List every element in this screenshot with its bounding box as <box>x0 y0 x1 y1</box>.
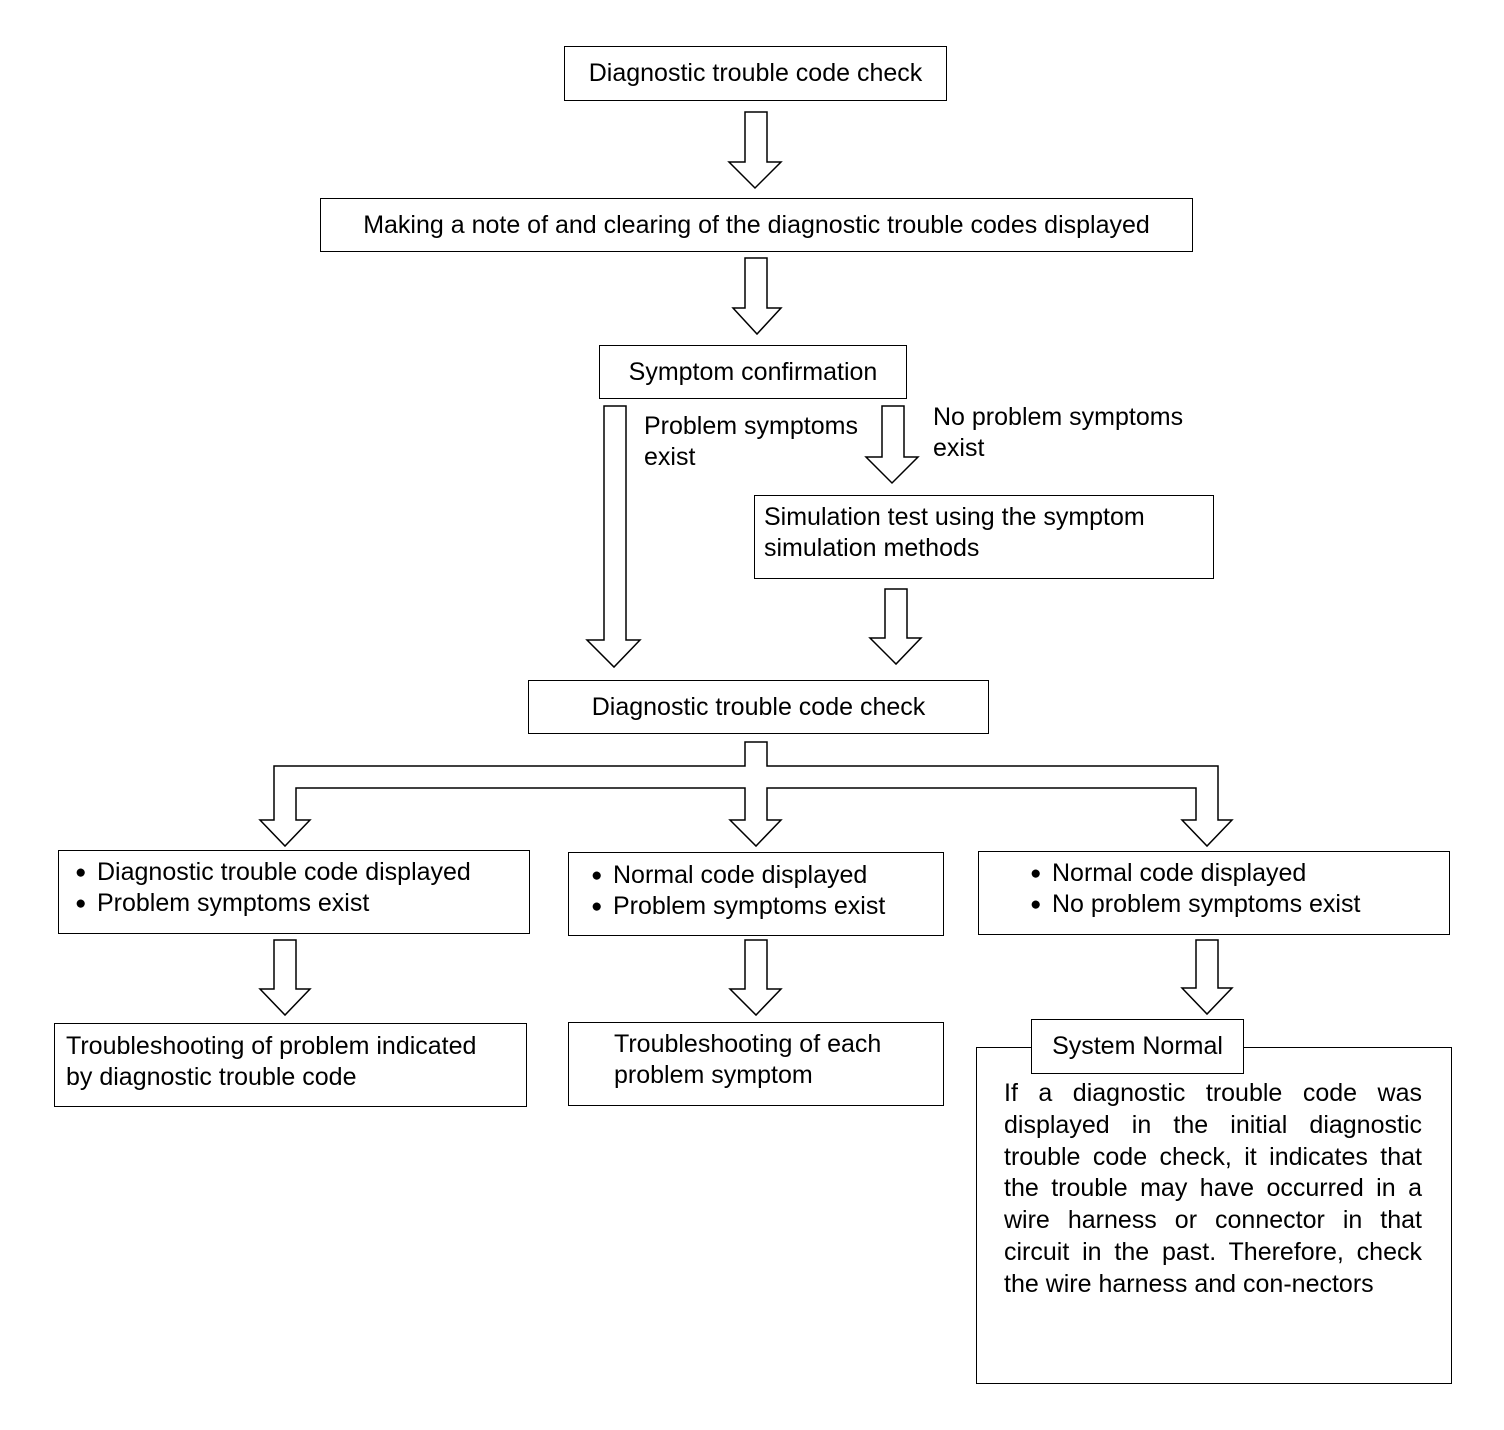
condition-right-item-2: No problem symptoms exist <box>1030 889 1449 920</box>
result-box-middle: Troubleshooting of each problem symptom <box>568 1022 944 1106</box>
condition-left-item-1: Diagnostic trouble code displayed <box>75 857 529 888</box>
result-middle-line-2: problem symptom <box>614 1061 813 1089</box>
arrow-down-no-problem <box>864 405 920 485</box>
condition-middle-item-1: Normal code displayed <box>591 860 943 891</box>
arrow-down-left-result <box>258 939 312 1017</box>
condition-box-right: Normal code displayed No problem symptom… <box>978 851 1450 935</box>
result-box-left: Troubleshooting of problem indicated by … <box>54 1023 527 1107</box>
result-middle-line-1: Troubleshooting of each <box>614 1030 882 1058</box>
result-left-line-2: by diagnostic trouble code <box>66 1063 357 1091</box>
condition-left-item-2: Problem symptoms exist <box>75 888 529 919</box>
dtc-check-top-label: Diagnostic trouble code check <box>588 59 923 87</box>
arrow-branch-three-way <box>258 741 1234 848</box>
condition-box-middle: Normal code displayed Problem symptoms e… <box>568 852 944 936</box>
simulation-test-line-1: Simulation test using the symptom <box>764 503 1145 531</box>
arrow-down-right-result <box>1180 939 1234 1016</box>
symptom-confirmation-box: Symptom confirmation <box>599 345 907 399</box>
system-normal-box <box>976 1047 1452 1384</box>
system-normal-note: If a diagnostic trouble code was display… <box>1004 1079 1422 1298</box>
arrow-down-1 <box>727 111 783 190</box>
dtc-check-box-second: Diagnostic trouble code check <box>528 680 989 734</box>
arrow-down-problem-exist <box>585 405 642 669</box>
symptom-confirmation-label: Symptom confirmation <box>628 357 878 386</box>
condition-middle-item-2: Problem symptoms exist <box>591 891 943 922</box>
dtc-check-second-label: Diagnostic trouble code check <box>591 692 926 721</box>
arrow-down-middle-result <box>728 939 783 1017</box>
result-left-line-1: Troubleshooting of problem indicated <box>66 1032 477 1060</box>
dtc-check-box-top: Diagnostic trouble code check <box>564 46 947 101</box>
branch-label-no-problem: No problem symptoms exist <box>933 403 1184 462</box>
condition-right-item-1: Normal code displayed <box>1030 858 1449 889</box>
branch-label-problem-exist: Problem symptoms exist <box>644 412 858 471</box>
arrow-down-from-simulation <box>868 588 923 666</box>
simulation-test-box: Simulation test using the symptom simula… <box>754 495 1214 579</box>
note-and-clear-box: Making a note of and clearing of the dia… <box>320 198 1193 252</box>
system-normal-title: System Normal <box>1031 1019 1244 1074</box>
arrow-down-2 <box>731 257 783 336</box>
simulation-test-line-2: simulation methods <box>764 534 980 562</box>
note-and-clear-label: Making a note of and clearing of the dia… <box>363 210 1150 239</box>
condition-box-left: Diagnostic trouble code displayed Proble… <box>58 850 530 934</box>
